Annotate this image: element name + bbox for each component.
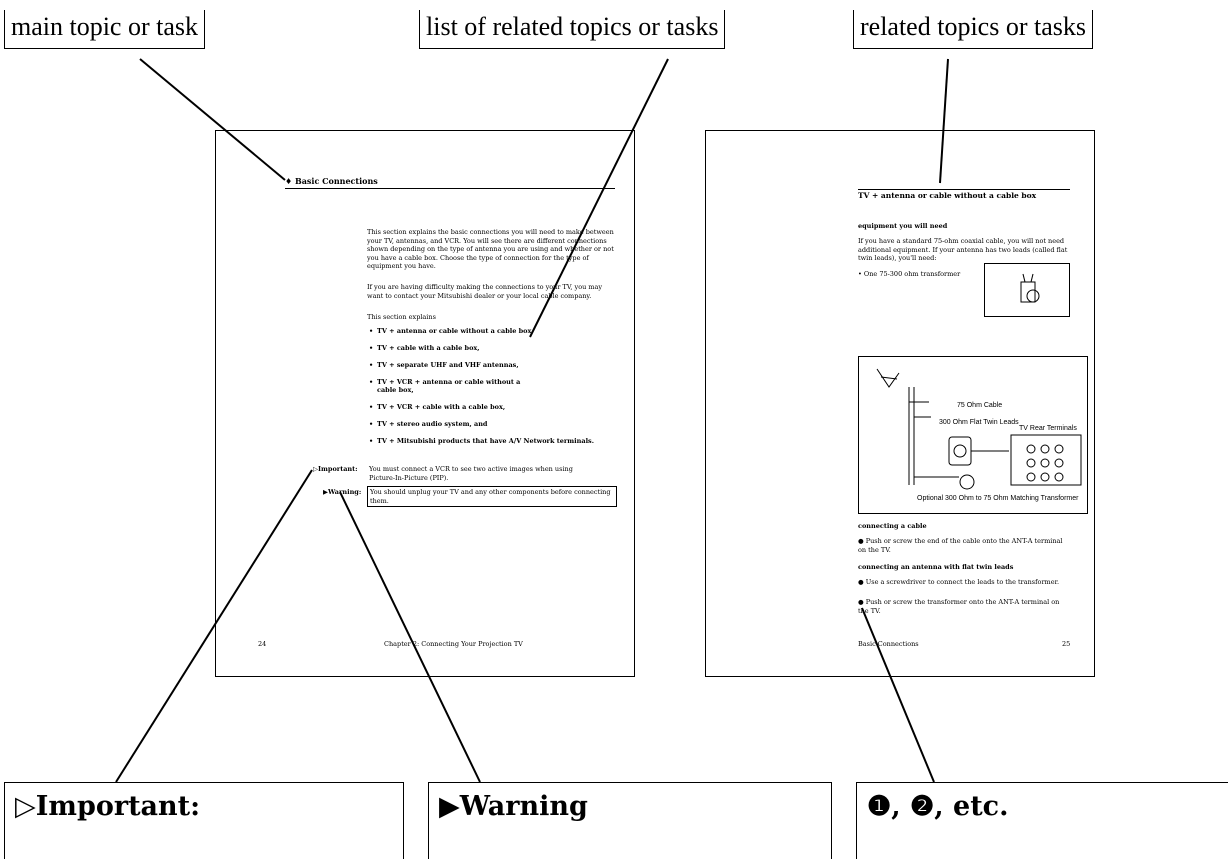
antenna-step-2: ● Push or screw the transformer onto the… — [858, 598, 1060, 615]
cable-heading: connecting a cable — [858, 522, 927, 530]
right-page-number: 25 — [1062, 640, 1071, 648]
list-item: TV + Mitsubishi products that have A/V N… — [367, 437, 607, 445]
left-page-number: 24 — [258, 640, 267, 648]
important-text: You must connect a VCR to see two active… — [369, 465, 573, 482]
antenna-icon — [876, 368, 900, 388]
rear-terminals-label: TV Rear Terminals — [1019, 425, 1077, 432]
callout-list-related: list of related topics or tasks — [419, 10, 726, 49]
equipment-heading: equipment you will need — [858, 222, 948, 230]
left-intro-paragraph: This section explains the basic connecti… — [367, 228, 614, 270]
list-item: TV + VCR + cable with a cable box, — [367, 403, 607, 411]
antenna-step-1: ● Use a screwdriver to connect the leads… — [858, 578, 1060, 586]
left-explains-label: This section explains — [367, 313, 436, 321]
list-item: TV + separate UHF and VHF antennas, — [367, 361, 607, 369]
list-item: TV + antenna or cable without a cable bo… — [367, 327, 607, 335]
right-page-footer: Basic Connections — [858, 640, 919, 648]
warning-label: ▶Warning: — [323, 488, 362, 496]
cable-step: ● Push or screw the end of the cable ont… — [858, 537, 1063, 554]
left-heading-rule — [285, 188, 615, 189]
callout-main-topic: main topic or task — [4, 10, 206, 49]
filled-triangle-icon: ▶ — [439, 791, 460, 822]
right-page — [705, 130, 1095, 677]
steps-box: ❶, ❷, etc. — [856, 782, 1228, 859]
callout-related-topics: related topics or tasks — [853, 10, 1093, 49]
antenna-heading: connecting an antenna with flat twin lea… — [858, 563, 1014, 571]
list-item: TV + VCR + antenna or cable without a ca… — [367, 378, 527, 394]
important-box: ▷Important: — [4, 782, 404, 859]
warning-text-box: You should unplug your TV and any other … — [367, 486, 617, 507]
connection-diagram-drawing — [876, 368, 1082, 490]
list-item: TV + stereo audio system, and — [367, 420, 607, 428]
related-topics-list: TV + antenna or cable without a cable bo… — [367, 327, 607, 454]
equipment-text: If you have a standard 75-ohm coaxial ca… — [858, 237, 1068, 262]
connection-diagram: 75 Ohm Cable 300 Ohm Flat Twin Leads TV … — [858, 356, 1088, 514]
right-page-heading: TV + antenna or cable without a cable bo… — [858, 191, 1037, 200]
cable-label: 75 Ohm Cable — [957, 402, 1003, 409]
warning-box: ▶Warning — [428, 782, 832, 859]
left-page-heading: ♦ Basic Connections — [285, 176, 378, 186]
left-difficulty-paragraph: If you are having difficulty making the … — [367, 283, 603, 300]
transformer-icon — [1020, 273, 1040, 303]
important-label: ▷Important: — [313, 465, 358, 473]
equipment-item: • One 75-300 ohm transformer — [858, 270, 961, 278]
left-page-footer: Chapter 2: Connecting Your Projection TV — [384, 640, 523, 648]
outline-triangle-icon: ▷ — [15, 791, 36, 822]
transformer-image-box — [984, 263, 1070, 317]
list-item: TV + cable with a cable box, — [367, 344, 607, 352]
flat-twin-label: 300 Ohm Flat Twin Leads — [939, 419, 1019, 426]
matching-transformer-label: Optional 300 Ohm to 75 Ohm Matching Tran… — [917, 495, 1079, 502]
right-heading-rule — [858, 189, 1070, 190]
